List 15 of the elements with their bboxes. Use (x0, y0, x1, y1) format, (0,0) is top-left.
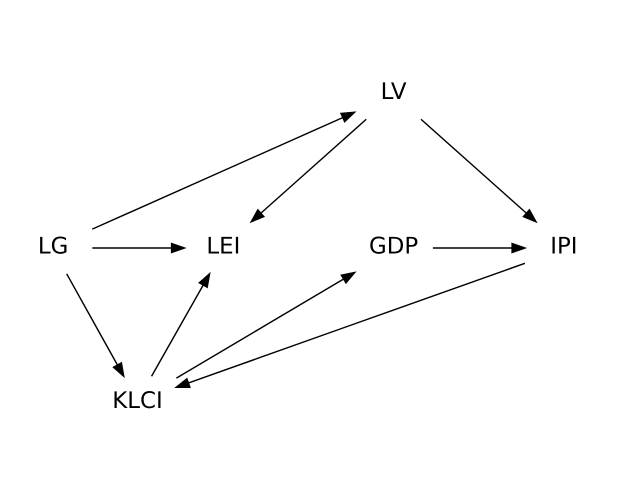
arrow (174, 262, 526, 388)
node-text: KLCI (112, 387, 163, 414)
arrow (66, 272, 125, 378)
node-text: LEI (206, 232, 240, 259)
arrow (92, 242, 187, 254)
arrow (420, 118, 538, 223)
arrow (432, 242, 528, 254)
arrow (92, 110, 357, 230)
arrow (150, 271, 211, 376)
node-text: GDP (369, 232, 418, 259)
node-text: LV (380, 78, 407, 104)
node-text: LG (38, 232, 68, 259)
arrow (250, 118, 367, 223)
arrow (176, 270, 357, 378)
node-text: IPI (550, 232, 578, 259)
